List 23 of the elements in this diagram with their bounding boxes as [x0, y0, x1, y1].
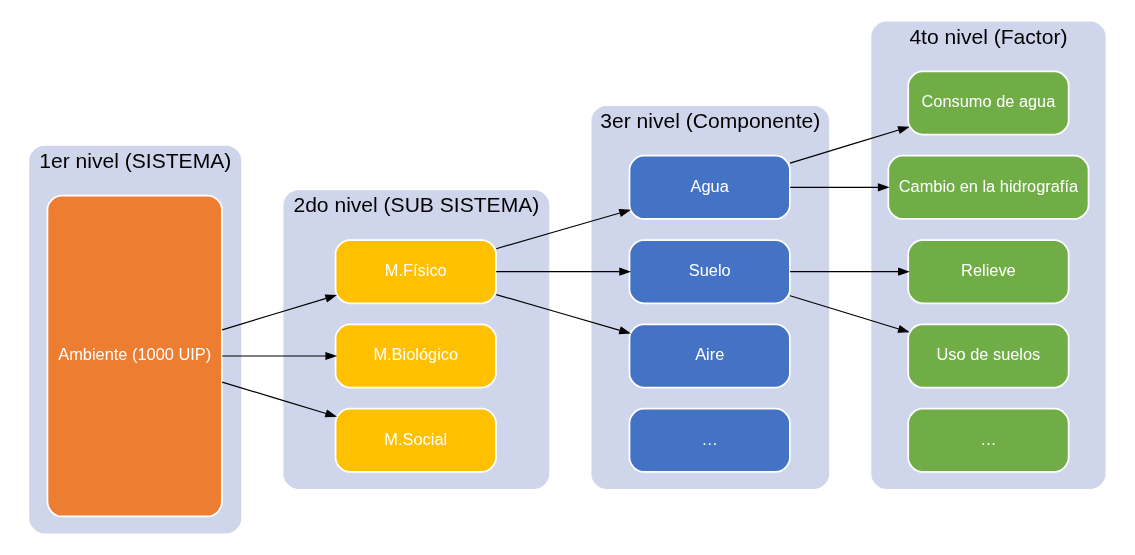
- arrow: [221, 381, 337, 418]
- arrow: [789, 183, 890, 192]
- node-box: Aire: [628, 323, 791, 389]
- node-box: Relieve: [906, 239, 1070, 305]
- node-box: Consumo de agua: [906, 70, 1070, 136]
- arrow: [495, 294, 631, 335]
- node-box: Ambiente (1000 UIP): [46, 194, 223, 518]
- node-box: Cambio en la hidrografía: [886, 154, 1089, 220]
- node-box: …: [906, 407, 1070, 473]
- node-box: Agua: [628, 154, 791, 220]
- arrow: [221, 351, 337, 361]
- arrow: [789, 126, 910, 164]
- node-box: M.Social: [334, 407, 497, 473]
- arrow: [789, 295, 910, 333]
- node-box: Suelo: [628, 239, 791, 305]
- arrow: [789, 267, 910, 276]
- node-box: Uso de suelos: [906, 323, 1070, 389]
- node-box: M.Físico: [334, 239, 497, 305]
- node-box: M.Biológico: [334, 323, 497, 389]
- arrow: [495, 267, 631, 276]
- node-box: …: [628, 407, 791, 473]
- arrow: [221, 294, 337, 331]
- arrow: [495, 209, 631, 250]
